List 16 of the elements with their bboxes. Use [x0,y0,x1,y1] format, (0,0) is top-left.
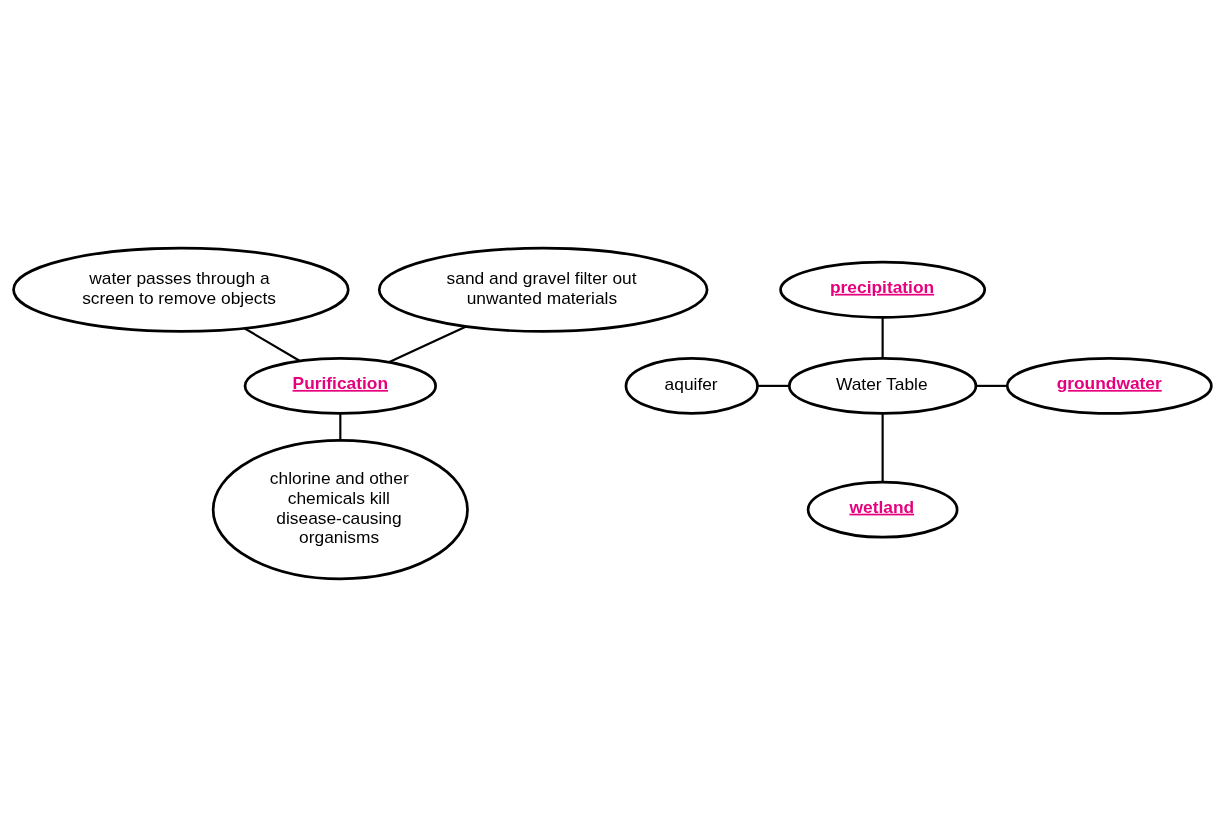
connector [388,325,467,364]
connector [339,413,342,441]
node-ellipse: Purification [243,356,437,415]
connector [976,384,1008,387]
node-ellipse: chlorine and other chemicals kill disease-causing organisms [211,439,469,581]
node-ellipse: precipitation [779,260,987,319]
node-ellipse: aquifer [624,356,759,415]
connector [881,317,884,359]
node-ellipse: wetland [806,480,959,539]
connector [243,327,301,362]
connector [881,413,884,482]
node-ellipse: water passes through a screen to remove objects [12,246,350,333]
node-ellipse: groundwater [1005,356,1213,415]
connector [757,384,789,387]
node-ellipse: Water Table [787,356,978,415]
node-ellipse: sand and gravel filter out unwanted materials [377,246,709,333]
